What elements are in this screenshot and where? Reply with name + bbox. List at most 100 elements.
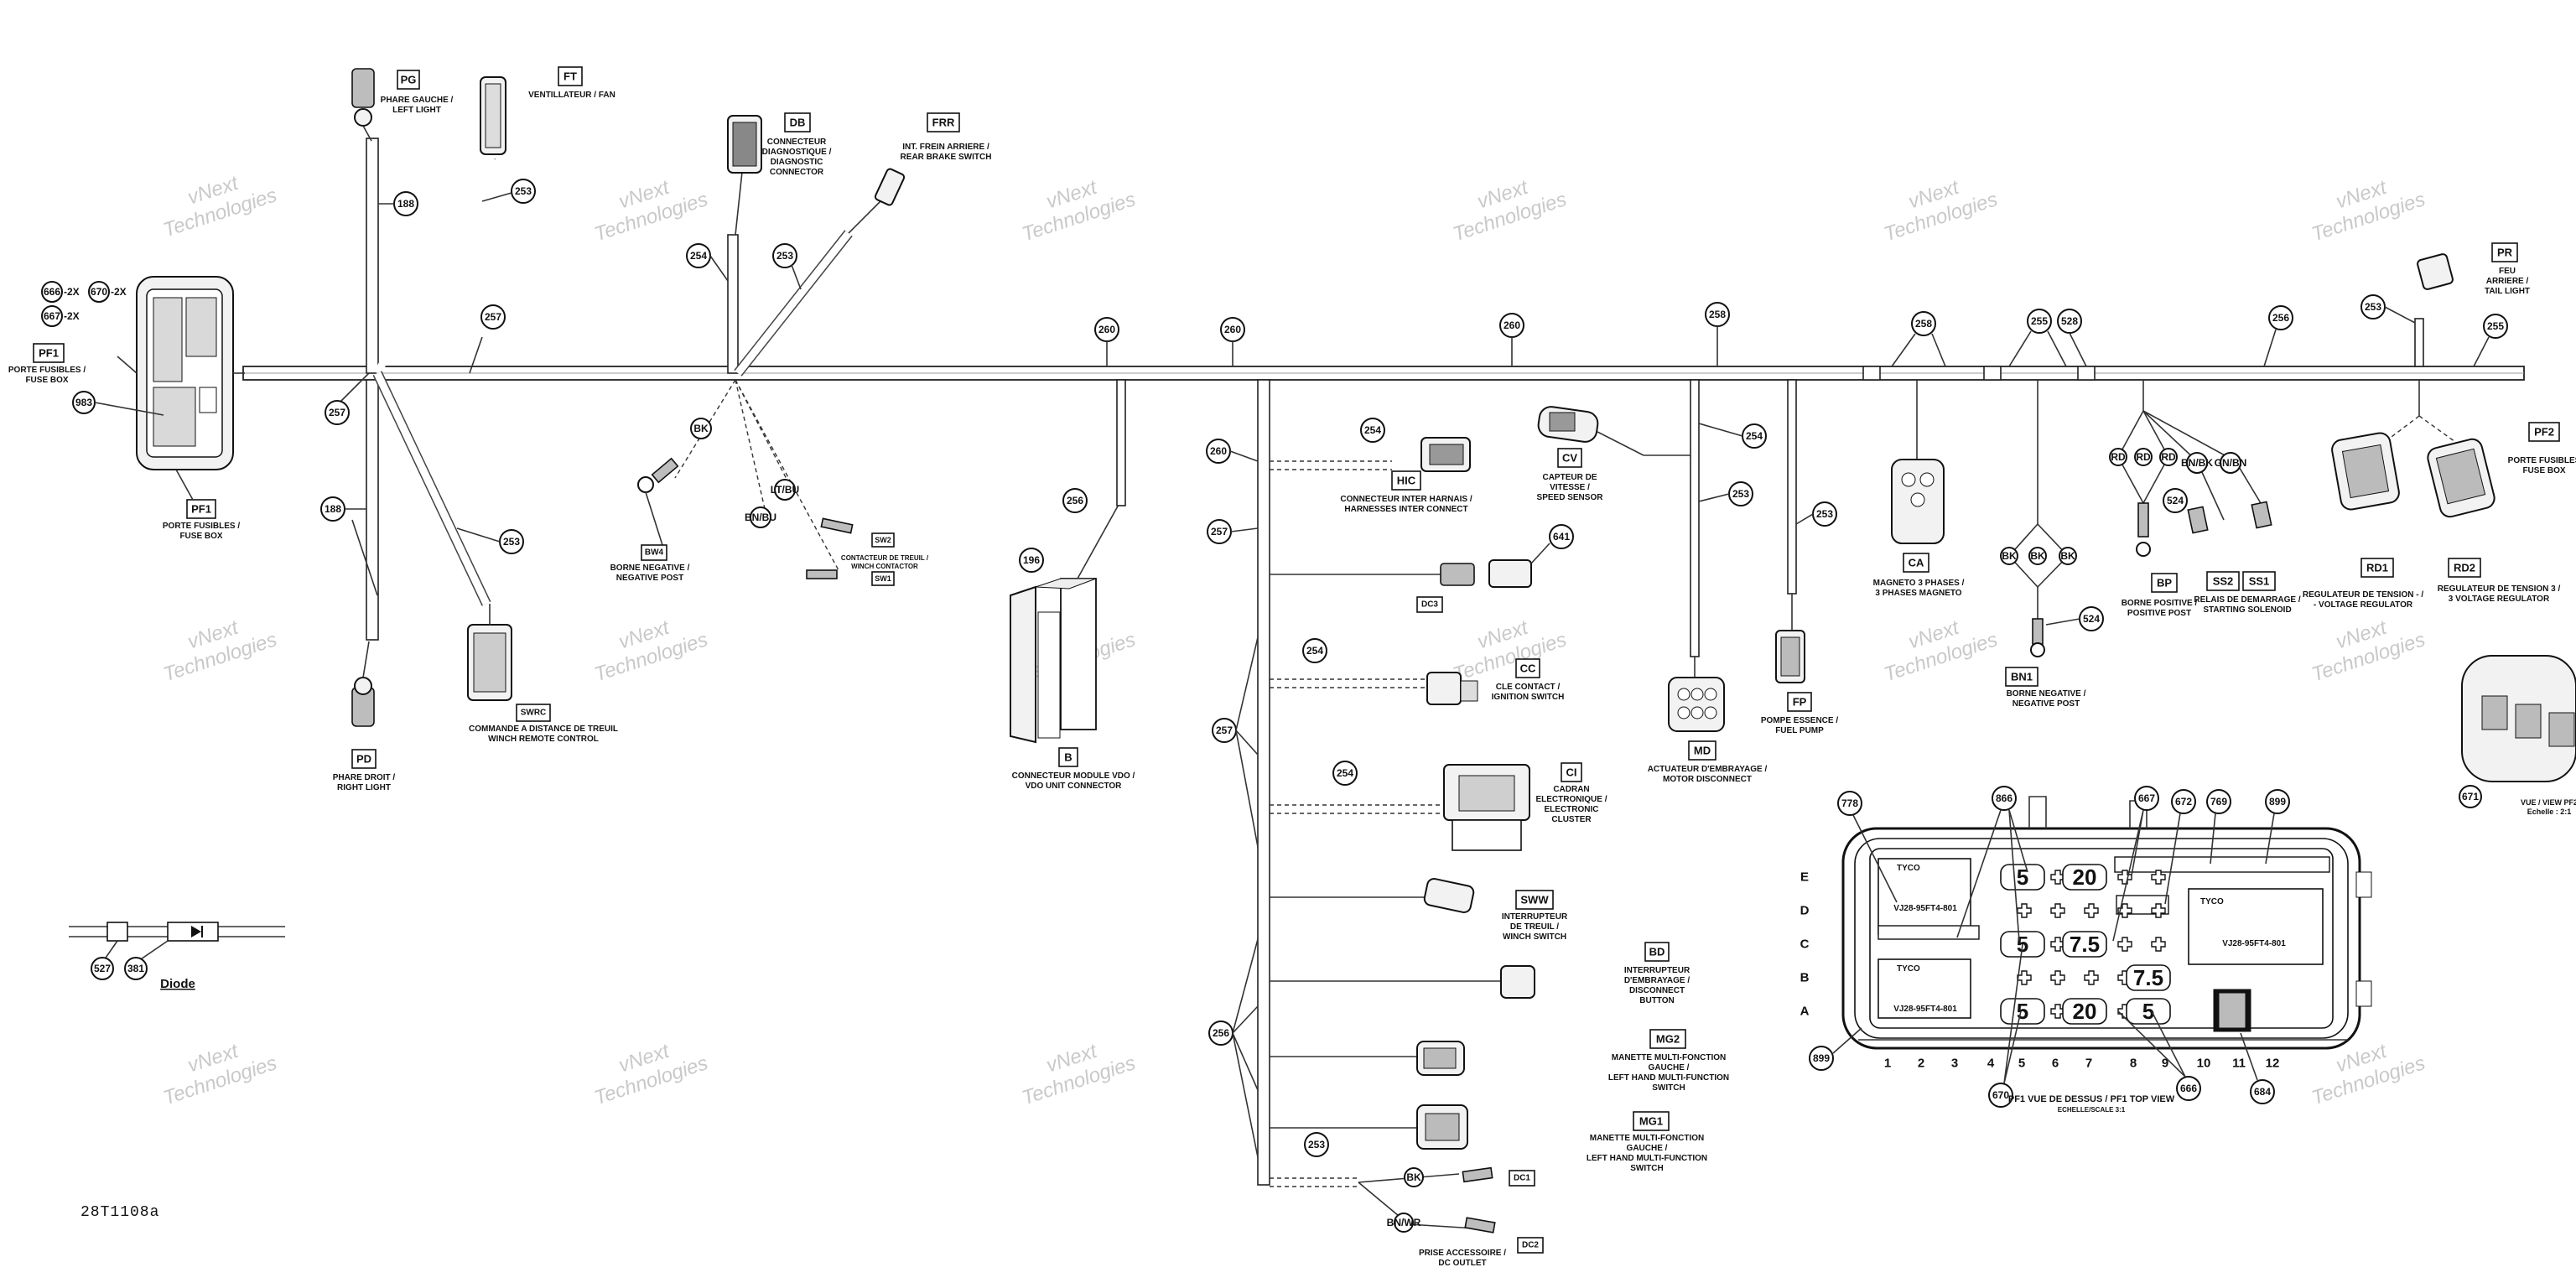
tag-hic: HIC (1391, 470, 1421, 491)
document-id: 28T1108a (80, 1204, 160, 1221)
connector-pr[interactable] (2417, 253, 2454, 290)
connector-dc3[interactable] (1440, 559, 1532, 588)
terminal-ss1[interactable] (2251, 501, 2272, 529)
svg-text:257: 257 (1211, 526, 1228, 538)
label-ft: VENTILLATEUR / FAN (528, 91, 615, 100)
part-bubble: 254 (686, 243, 711, 268)
part-bubble: 260 (1499, 313, 1524, 338)
svg-text:528: 528 (2061, 315, 2078, 327)
connector-rd2[interactable] (2426, 437, 2496, 518)
terminal-dc1[interactable] (1462, 1166, 1493, 1183)
tag-ca: CA (1903, 553, 1929, 573)
part-bubble: 866 (1992, 786, 2017, 811)
svg-text:260: 260 (1504, 319, 1520, 331)
svg-text:670: 670 (91, 286, 107, 298)
tag-dc2: DC2 (1517, 1237, 1544, 1254)
connector-frr[interactable] (874, 168, 906, 206)
label-bw4: BORNE NEGATIVE /NEGATIVE POST (610, 564, 690, 583)
connector-db[interactable] (727, 115, 762, 174)
connector-ci[interactable] (1443, 764, 1530, 851)
svg-text:CI: CI (1566, 766, 1577, 779)
svg-text:8: 8 (2130, 1057, 2137, 1071)
tag-pf1-bottom: PF1 (186, 499, 216, 519)
tag-ci: CI (1561, 762, 1582, 782)
terminal-sw1[interactable] (806, 569, 838, 579)
terminal-bn1[interactable] (2030, 618, 2045, 657)
connector-mg1[interactable] (1416, 1104, 1468, 1150)
connector-rd1[interactable] (2330, 432, 2401, 512)
label-ca: MAGNETO 3 PHASES /3 PHASES MAGNETO (1873, 579, 1965, 598)
wire-color-bubble: BN/BU (745, 506, 776, 528)
fuse-slot (2050, 970, 2065, 985)
terminal-dc2[interactable] (1464, 1217, 1496, 1233)
fuse-box-pf2-partial[interactable] (2461, 655, 2576, 782)
tag-mg1: MG1 (1633, 1111, 1670, 1131)
connector-cv[interactable] (1537, 405, 1694, 456)
wire-color-bubble: LT/BU (771, 479, 799, 501)
tag-pg: PG (397, 70, 420, 90)
part-bubble: 256 (1062, 488, 1088, 513)
tag-bw4: BW4 (641, 544, 667, 561)
connector-sww[interactable] (1423, 878, 1475, 914)
svg-text:4: 4 (1987, 1057, 1995, 1071)
tag-pd: PD (351, 749, 377, 769)
tag-cv: CV (1557, 448, 1582, 468)
connector-fp[interactable] (1775, 594, 1805, 683)
fuse-box-pf1[interactable] (117, 276, 245, 470)
fuse-slot (2151, 937, 2166, 952)
svg-text:256: 256 (1213, 1027, 1229, 1039)
svg-text:10: 10 (2197, 1057, 2211, 1071)
connector-hic[interactable] (1420, 437, 1471, 472)
vendor-label: TYCO (2200, 897, 2224, 906)
part-bubble: 260 (1094, 317, 1119, 342)
terminal-bp[interactable] (2136, 502, 2151, 557)
svg-text:899: 899 (2269, 796, 2286, 808)
connector-cc[interactable] (1426, 672, 1478, 705)
tag-cc: CC (1515, 658, 1540, 678)
label-hic: CONNECTEUR INTER HARNAIS /HARNESSES INTE… (1340, 495, 1472, 514)
fuse-rating-label: 7.5 (2133, 965, 2163, 990)
label-pd: PHARE DROIT /RIGHT LIGHT (333, 773, 396, 792)
connector-mg2[interactable] (1416, 1041, 1465, 1076)
connector-bd[interactable] (1500, 965, 1535, 999)
label-md: ACTUATEUR D'EMBRAYAGE /MOTOR DISCONNECT (1648, 765, 1768, 784)
part-bubble: 524 (2163, 488, 2188, 513)
tag-ss1: SS1 (2242, 571, 2276, 591)
svg-text:671: 671 (2462, 791, 2479, 802)
svg-text:DC3: DC3 (1421, 600, 1438, 610)
svg-text:BK: BK (2002, 550, 2017, 562)
connector-ca[interactable] (1891, 459, 1945, 544)
svg-text:DB: DB (790, 117, 806, 129)
fuse-slot (2084, 903, 2099, 918)
terminal-sw2[interactable] (820, 517, 854, 534)
svg-text:CV: CV (1562, 452, 1577, 465)
connector-md[interactable] (1668, 657, 1725, 732)
connector-swrc[interactable] (467, 604, 512, 701)
tag-rd2: RD2 (2448, 558, 2481, 578)
terminal-bw4[interactable] (637, 457, 679, 546)
connector-pd[interactable] (351, 641, 375, 727)
part-bubble: 666 (2176, 1076, 2201, 1101)
connector-ft[interactable] (480, 76, 506, 155)
connector-b[interactable] (1010, 379, 1126, 744)
svg-text:381: 381 (127, 963, 144, 974)
tag-mg2: MG2 (1649, 1029, 1686, 1049)
svg-text:253: 253 (2365, 301, 2381, 313)
label-frr: INT. FREIN ARRIERE /REAR BRAKE SWITCH (901, 143, 992, 162)
svg-text:253: 253 (515, 185, 532, 197)
terminal-ss2[interactable] (2187, 506, 2209, 534)
connector-pg[interactable] (351, 68, 375, 142)
label-bn1: BORNE NEGATIVE /NEGATIVE POST (2007, 689, 2086, 709)
label-rd1: REGULATEUR DE TENSION - /- VOLTAGE REGUL… (2303, 590, 2423, 610)
part-bubble: 667 (41, 305, 63, 327)
part-bubble: 253 (1728, 481, 1753, 506)
